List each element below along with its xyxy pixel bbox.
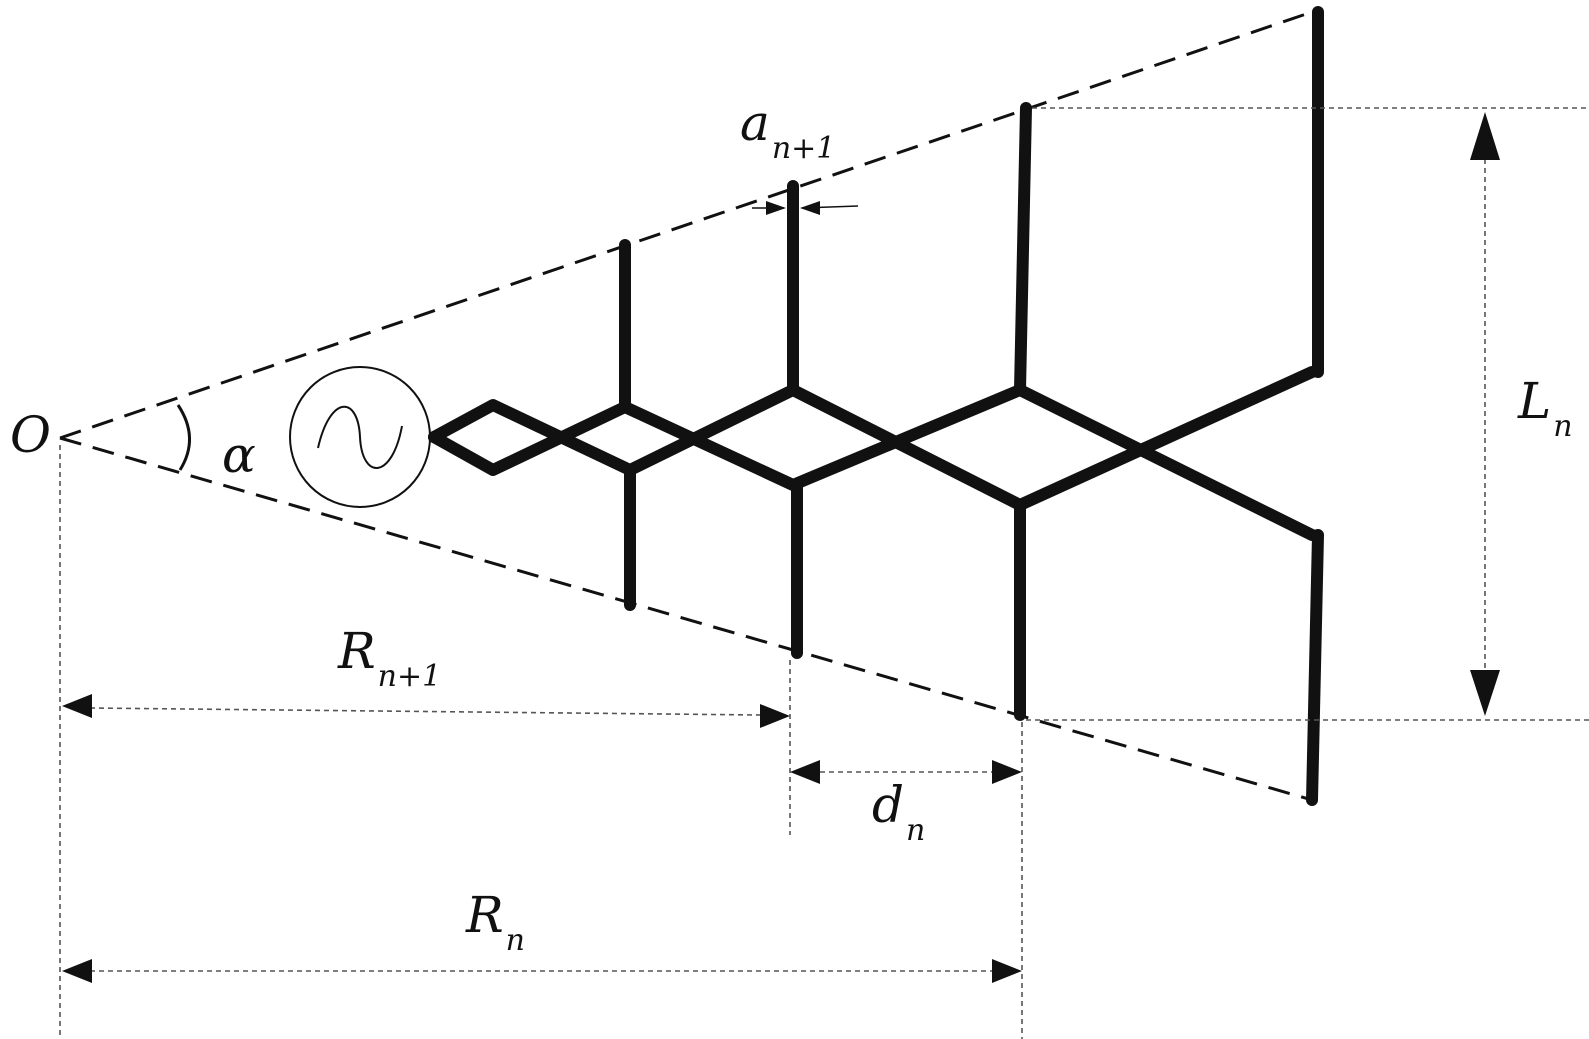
angle-arc [176, 404, 191, 471]
a-label-sub: n+1 [772, 131, 836, 166]
Rn-label: Rn [465, 886, 525, 958]
element-3-upper [1014, 102, 1032, 396]
Rn-label-sub: n [506, 923, 525, 958]
Rn1-dimension [62, 694, 790, 728]
feed-line-a [428, 366, 1318, 511]
a-label: an+1 [740, 94, 835, 166]
element-4-lower [1306, 529, 1324, 806]
L-bottom-arrow [1470, 670, 1500, 716]
L-label: Ln [1517, 372, 1573, 444]
a-label-main: a [740, 94, 770, 152]
L-label-sub: n [1553, 409, 1572, 444]
Rn1-left-arrow [62, 694, 92, 718]
Rn1-label: Rn+1 [337, 622, 441, 694]
d-label-main: d [872, 776, 904, 834]
L-top-arrow [1470, 112, 1500, 160]
L-label-main: L [1517, 372, 1551, 430]
d-dimension [790, 760, 1022, 784]
Rn-right-arrow [992, 959, 1022, 983]
source-symbol [289, 366, 431, 508]
origin-label: O [10, 406, 51, 464]
Rn-dimension [62, 959, 1022, 983]
Rn1-label-main: R [337, 622, 376, 680]
a-marker-left-arrow [766, 201, 786, 215]
cone-upper-line [59, 10, 1313, 440]
antenna-structure [428, 6, 1324, 806]
source-sine-icon [317, 405, 403, 469]
a-marker-right-arrow [800, 201, 820, 215]
Rn-left-arrow [62, 959, 92, 983]
Rn1-dimension-line [89, 707, 761, 716]
Rn1-label-sub: n+1 [378, 659, 442, 694]
Rn1-right-arrow [760, 704, 790, 728]
L-dimension [1026, 107, 1589, 721]
d-left-arrow [790, 760, 820, 784]
angle-label: α [222, 426, 256, 484]
feed-line-b [428, 384, 1318, 541]
a-width-marker [752, 201, 859, 215]
cone-boundary [59, 10, 1313, 802]
cone-lower-line [59, 436, 1313, 802]
d-label: dn [872, 776, 925, 848]
d-label-sub: n [906, 813, 925, 848]
d-right-arrow [992, 760, 1022, 784]
Rn-label-main: R [465, 886, 504, 944]
